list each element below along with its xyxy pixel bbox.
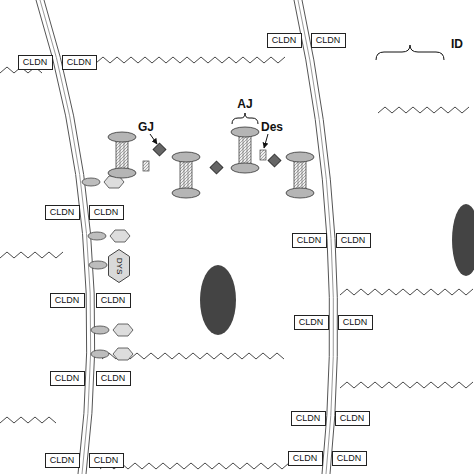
costamere-proteins — [82, 176, 133, 360]
protein-label: CLDN — [94, 455, 119, 466]
right-membrane — [294, 0, 338, 474]
claudin-box: CLDN — [335, 411, 370, 426]
claudin-box: CLDN — [45, 205, 80, 220]
claudin-box: CLDN — [96, 371, 131, 386]
left-membrane — [36, 0, 95, 474]
claudin-box: CLDN — [338, 315, 373, 330]
claudin-box: CLDN — [294, 315, 329, 330]
claudin-box: CLDN — [332, 451, 367, 466]
protein-label: CLDN — [50, 207, 75, 218]
protein-label: CLDN — [316, 35, 341, 46]
structure-label: AJ — [237, 97, 252, 111]
protein-label: CLDN — [340, 413, 365, 424]
protein-label: CLDN — [55, 295, 80, 306]
nucleus — [452, 204, 474, 276]
protein-label: CLDN — [67, 57, 92, 68]
structure-label: GJ — [138, 120, 154, 134]
protein-label: CLDN — [23, 57, 48, 68]
protein-label: CLDN — [94, 207, 119, 218]
protein-label: CLDN — [272, 35, 297, 46]
protein-label: CLDN — [55, 373, 80, 384]
structure-label: Des — [261, 120, 283, 134]
claudin-box: CLDN — [96, 293, 131, 308]
protein-label: CLDN — [101, 295, 126, 306]
z-line — [340, 289, 473, 295]
claudin-box: CLDN — [45, 453, 80, 468]
claudin-box: CLDN — [89, 453, 124, 468]
claudin-box: CLDN — [336, 233, 371, 248]
protein-label: CLDN — [296, 413, 321, 424]
claudin-box: CLDN — [50, 293, 85, 308]
protein-label: CLDN — [343, 317, 368, 328]
protein-hexagon: DYS — [108, 249, 130, 283]
z-line — [340, 382, 473, 388]
claudin-box: CLDN — [311, 33, 346, 48]
leader-arrows — [150, 134, 268, 148]
protein-label: CLDN — [101, 373, 126, 384]
z-line — [0, 417, 56, 423]
protein-label: CLDN — [341, 235, 366, 246]
brackets — [232, 45, 444, 124]
claudin-box: CLDN — [267, 33, 302, 48]
protein-label: CLDN — [299, 317, 324, 328]
claudin-box: CLDN — [291, 411, 326, 426]
claudin-box: CLDN — [288, 451, 323, 466]
protein-label: CLDN — [293, 453, 318, 464]
claudin-box: CLDN — [292, 233, 327, 248]
protein-label: DYS — [115, 258, 124, 274]
z-line — [0, 252, 63, 258]
claudin-box: CLDN — [18, 55, 53, 70]
claudin-box: CLDN — [62, 55, 97, 70]
z-lines — [0, 57, 473, 469]
structure-label: ID — [451, 37, 463, 51]
protein-label: CLDN — [297, 235, 322, 246]
claudin-box: CLDN — [89, 205, 124, 220]
nucleus — [200, 265, 236, 335]
protein-label: CLDN — [50, 455, 75, 466]
z-line — [378, 107, 469, 113]
junction-complexes — [108, 127, 314, 198]
protein-label: CLDN — [337, 453, 362, 464]
claudin-box: CLDN — [50, 371, 85, 386]
z-line — [96, 57, 285, 63]
z-line — [100, 463, 289, 469]
